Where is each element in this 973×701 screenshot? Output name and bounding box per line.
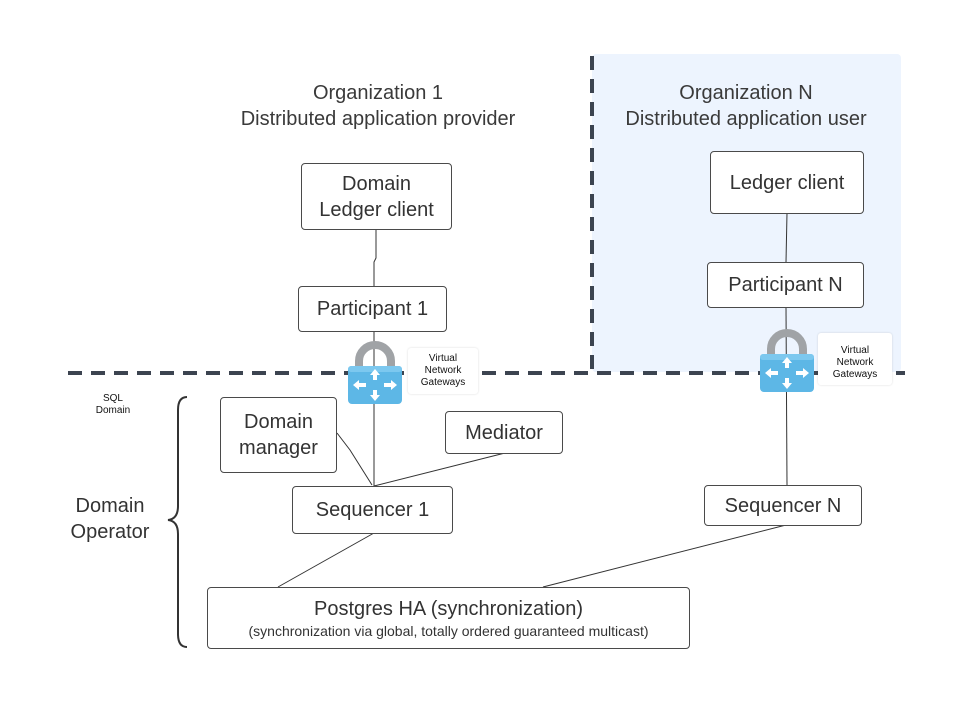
domain-operator-line2: Operator: [70, 521, 150, 543]
gateway-left-label: Virtual Network Gateways: [410, 353, 476, 389]
connector-ledger-participant-n: [785, 212, 788, 263]
organization-n-heading: Organization N Distributed application u…: [598, 80, 894, 132]
connector-sequencer-n-postgres: [542, 524, 787, 588]
organization-1-heading: Organization 1 Distributed application p…: [208, 80, 548, 132]
connector-sequencer-1-postgres: [277, 532, 375, 588]
connector-ledger-participant-1: [373, 229, 377, 287]
sequencer-1-label: Sequencer 1: [315, 499, 430, 521]
ledger-client-node[interactable]: Ledger client: [710, 151, 864, 214]
gateway-right-label-line2: Network: [836, 357, 874, 368]
participant-1-label: Participant 1: [316, 298, 429, 320]
organization-1-title: Organization 1: [312, 82, 444, 104]
domain-operator-line1: Domain: [75, 495, 145, 517]
domain-operator-brace: [167, 396, 188, 648]
domain-operator-label: Domain Operator: [58, 493, 162, 545]
connector-mediator-sequencer-1: [373, 452, 506, 487]
domain-manager-node[interactable]: Domain manager: [220, 397, 337, 473]
domain-ledger-client-node[interactable]: Domain Ledger client: [301, 163, 452, 230]
sql-domain-line1: SQL: [102, 393, 123, 404]
domain-manager-line1: Domain: [244, 411, 313, 433]
postgres-ha-node[interactable]: Postgres HA (synchronization) (synchroni…: [207, 587, 690, 649]
sql-domain-label: SQL Domain: [82, 393, 144, 417]
gateway-left-label-card: [408, 348, 478, 394]
organization-1-subtitle: Distributed application provider: [240, 108, 516, 130]
sequencer-n-node[interactable]: Sequencer N: [704, 485, 862, 526]
virtual-network-gateway-icon: [348, 341, 402, 404]
virtual-network-gateway-icon: [760, 329, 814, 392]
connector-domain-manager-sequencer-1: [336, 432, 373, 486]
sql-domain-line2: Domain: [95, 405, 131, 416]
participant-n-node[interactable]: Participant N: [707, 262, 864, 308]
domain-ledger-client-line1: Domain: [342, 172, 411, 195]
postgres-ha-subtitle: (synchronization via global, totally ord…: [248, 623, 649, 639]
gateway-left-label-line2: Network: [424, 365, 462, 376]
gateway-right-label-card: [818, 333, 892, 385]
gateway-right-label-line3: Gateways: [832, 369, 878, 380]
domain-ledger-client-line2: Ledger client: [319, 198, 434, 221]
sequencer-1-node[interactable]: Sequencer 1: [292, 486, 453, 534]
mediator-node[interactable]: Mediator: [445, 411, 563, 454]
domain-manager-line2: manager: [239, 437, 318, 459]
participant-1-node[interactable]: Participant 1: [298, 286, 447, 332]
organization-n-subtitle: Distributed application user: [625, 108, 867, 130]
ledger-client-label: Ledger client: [729, 171, 845, 194]
mediator-label: Mediator: [465, 421, 543, 444]
sequencer-n-label: Sequencer N: [724, 494, 842, 517]
gateway-right-label-line1: Virtual: [840, 345, 870, 356]
gateway-left-label-line1: Virtual: [428, 353, 458, 364]
gateway-left-label-line3: Gateways: [420, 377, 466, 388]
postgres-ha-title: Postgres HA (synchronization): [313, 598, 583, 620]
organization-n-title: Organization N: [679, 82, 813, 104]
participant-n-label: Participant N: [728, 274, 843, 296]
gateway-right-label: Virtual Network Gateways: [821, 345, 889, 381]
